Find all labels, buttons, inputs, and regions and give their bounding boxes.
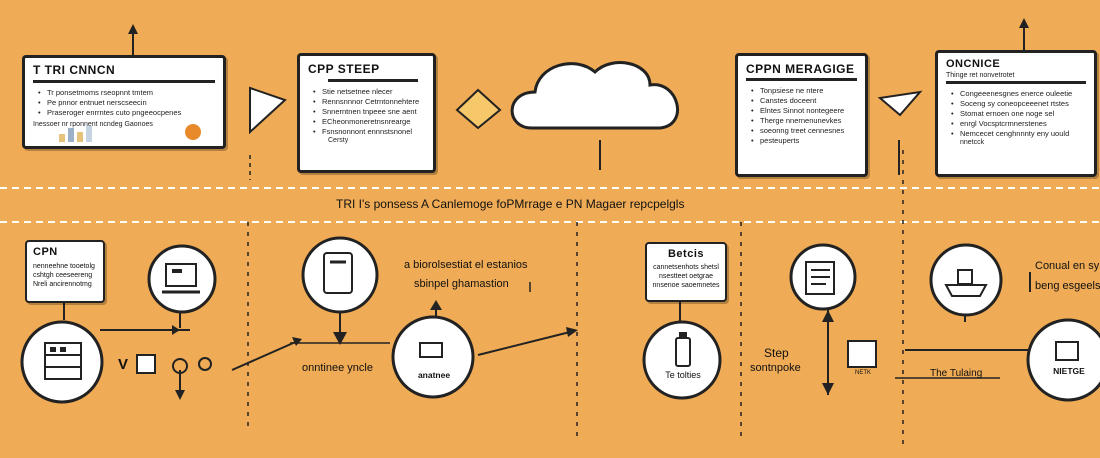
monitor-icon [165, 263, 197, 287]
gear-box-icon [1055, 341, 1079, 361]
bottle-icon [675, 337, 691, 367]
list-item: Rennsnnnor Cetrntonnehtere [313, 97, 425, 107]
list-item: Stomat ernoen one noge sel [951, 109, 1086, 119]
document-icon [323, 252, 353, 294]
list-item: Snnerntnen tnpeee sne aent [313, 107, 425, 117]
anatnee-label: anatnee [417, 370, 451, 380]
card-line: nenneehne tooetolg [33, 263, 95, 270]
sontnpoke-label: sontnpoke [750, 362, 801, 374]
card-line: nsestteet oetgrae [658, 273, 714, 280]
list-item: Fsnsnonnont ennnstsnonel [313, 127, 425, 137]
list-item: soeonng treet cennesnes [751, 126, 857, 136]
card-footer: Cersty [328, 137, 349, 144]
step-label: Step [764, 346, 789, 360]
up-arrow-head [128, 24, 138, 34]
list-item: Praseroger enrrntes cuto pngeeocpenes [38, 108, 215, 118]
tolies-label: Te tolties [665, 370, 701, 380]
card-line: nnsenoe saoemnetes [652, 282, 720, 289]
cloud-shape [510, 61, 679, 130]
conual-label: Conual en sy [1035, 260, 1100, 272]
badge-icon [185, 124, 201, 140]
card-title: T TRI CNNCN [33, 63, 116, 77]
card-cppn-meragige: CPPN MERAGIGE Tonpsiese ne ntere Canstes… [735, 53, 868, 177]
beang-label: beng esgeels [1035, 280, 1100, 292]
card-footer: nnetcck [960, 139, 985, 146]
list-item: enrgl Vocsptcrmnerstenes [951, 119, 1086, 129]
list-item: Soceng sy coneopceeenet rtstes [951, 99, 1086, 109]
card-tri-cnncn: T TRI CNNCN Tr ponsetmoms rseopnnt tmtem… [22, 55, 226, 149]
list-item: Therge nnernenunevkes [751, 116, 857, 126]
list-item: pesteuperts [751, 136, 857, 146]
card-line: Nreli ancirennotmg [33, 281, 92, 288]
card-list: Tonpsiese ne ntere Canstes doceent Elnte… [746, 86, 857, 146]
laptop-icon [419, 342, 443, 358]
list-item: Pe pnnor entnuet nerscseecin [38, 98, 215, 108]
ship-icon [944, 284, 988, 297]
v-label: V [118, 356, 129, 373]
card-line: cannetsenhots shetsl [653, 264, 719, 271]
onntinee-label: onntinee yncle [302, 362, 373, 374]
card-title: CPPN MERAGIGE [746, 62, 855, 76]
card-oncnice: ONCNICE Thinge ret nonvetrotet Congeeene… [935, 50, 1097, 177]
card-footer: Inessoer nr rponnent ncndeg Gaonoes [33, 121, 153, 128]
card-title: CPN [33, 246, 58, 258]
tag-label: NETK [854, 370, 871, 376]
list-item: Stie netsetnee nlecer [313, 87, 425, 97]
list-item: Tonpsiese ne ntere [751, 86, 857, 96]
list-item: Nemcecet cenghnnnty eny uould [951, 129, 1086, 139]
list-item: Elntes Sinnot nontegeere [751, 106, 857, 116]
tuilaing-label: The Tulaing [930, 368, 983, 379]
estanios-label: a biorolsestiat el estanios [404, 259, 528, 271]
card-betcis: Betcis cannetsenhots shetsl nsestteet oe… [645, 242, 727, 302]
card-list: Congeeenesgnes enerce ouleetie Soceng sy… [946, 89, 1086, 139]
arrow-shape-2 [877, 90, 923, 117]
nietge-label: NIETGE [1053, 366, 1085, 376]
card-cpn: CPN nenneehne tooetolg cshtgh ceeseereng… [25, 240, 105, 303]
card-list: Tr ponsetmoms rseopnnt tmtem Pe pnnor en… [33, 88, 215, 118]
card-cpp-steep: CPP STEEP Stie netsetnee nlecer Rennsnnn… [297, 53, 436, 173]
tag-icon [847, 340, 877, 368]
card-title: ONCNICE [946, 58, 1001, 70]
list-item: Tr ponsetmoms rseopnnt tmtem [38, 88, 215, 98]
card-title: Betcis [667, 248, 705, 260]
list-item: ECheonmoneretnsnrearge [313, 117, 425, 127]
list-item: Congeeenesgnes enerce ouleetie [951, 89, 1086, 99]
list-item: Canstes doceent [751, 96, 857, 106]
card-subtitle: Thinge ret nonvetrotet [946, 72, 1015, 79]
schematic-label: sbinpel ghamastion [414, 278, 509, 290]
diamond-shape [455, 88, 502, 130]
card-title: CPP STEEP [308, 62, 380, 76]
card-line: cshtgh ceeseereng [33, 272, 93, 279]
bar-chart-icon [59, 126, 119, 142]
card-list: Stie netsetnee nlecer Rennsnnnor Cetrnto… [308, 87, 425, 137]
arrow-shape-1 [249, 86, 287, 135]
center-caption: TRI I's ponsess A Canlemoge foPMrrage e … [336, 197, 685, 211]
